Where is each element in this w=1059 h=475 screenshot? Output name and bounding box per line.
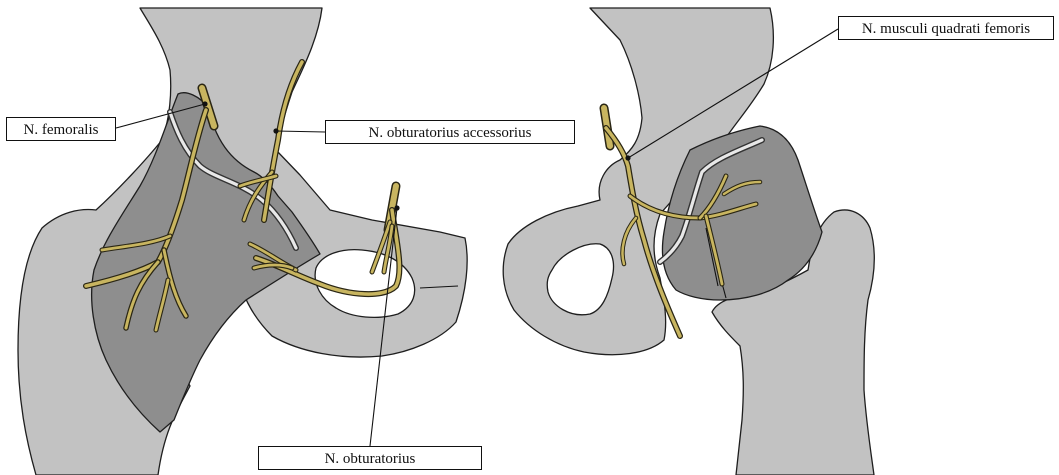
label-obturator-nerve: N. obturatorius [258,446,482,470]
label-accessory-obturator-nerve: N. obturatorius accessorius [325,120,575,144]
leader-femoralis-dot [202,101,207,106]
anterior-view [18,8,467,475]
posterior-view [503,8,874,475]
label-nerve-quadratus-femoris: N. musculi quadrati femoris [838,16,1054,40]
label-femoral-nerve: N. femoralis [6,117,116,141]
leader-mqf-dot [625,155,630,160]
leader-obt-dot [394,205,399,210]
leader-obt-acc-dot [273,128,278,133]
leader-obt-acc [276,131,325,132]
